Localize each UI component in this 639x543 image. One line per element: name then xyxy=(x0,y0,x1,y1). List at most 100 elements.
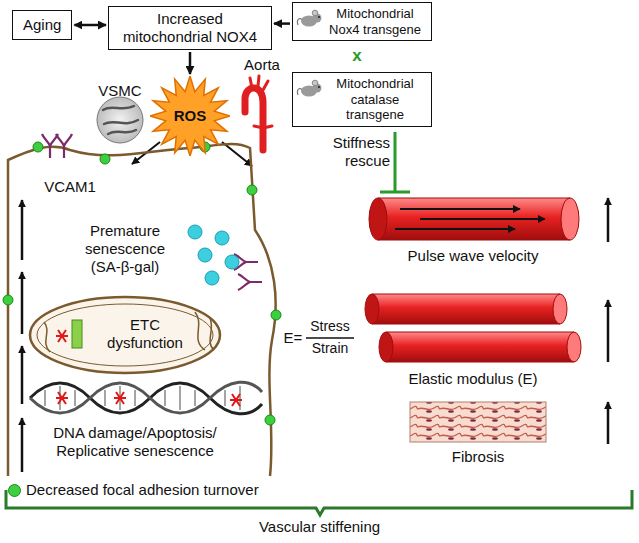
drawing-part xyxy=(33,142,43,152)
drawing-part xyxy=(45,386,240,410)
drawing-part xyxy=(97,97,143,143)
drawing-part xyxy=(225,255,239,269)
phenotype-label: ETC dysfunction xyxy=(95,316,195,352)
node-text: ROS xyxy=(174,107,207,125)
drawing-part xyxy=(37,304,213,366)
cross-mark: x xyxy=(350,46,364,66)
drawing-part xyxy=(271,310,281,320)
measure-label: Fibrosis xyxy=(428,448,528,466)
drawing-part xyxy=(378,198,570,240)
drawing-part xyxy=(607,402,610,444)
drawing-part xyxy=(567,332,581,362)
pulse-wave-cylinder xyxy=(369,198,579,240)
drawing-part xyxy=(215,231,229,245)
summary-label: Vascular stiffening xyxy=(0,518,639,536)
transgene-box: Mitochondrial Nox4 transgene xyxy=(292,2,432,41)
drawing-part xyxy=(386,332,574,362)
drawing-part xyxy=(188,225,202,239)
drawing-part xyxy=(245,88,263,150)
drawing-part xyxy=(318,86,320,88)
drawing-part xyxy=(607,198,610,242)
drawing-part xyxy=(250,76,268,90)
fraction-bar xyxy=(306,337,354,339)
drawing-part xyxy=(205,271,219,285)
connector-arrow xyxy=(274,22,290,25)
drawing-part xyxy=(30,297,220,373)
phenotype-label: DNA damage/Apoptosis/ Replicative senesc… xyxy=(40,424,230,460)
drawing-part xyxy=(312,10,318,16)
drawing-part xyxy=(400,208,520,210)
drawing-part xyxy=(386,332,574,362)
drawing-part xyxy=(365,294,379,324)
drawing-part xyxy=(265,415,275,425)
node-text: Increased mitochondrial NOX4 xyxy=(115,10,265,46)
drawing-part xyxy=(607,300,610,362)
transgene-box: Mitochondrial catalase transgene xyxy=(292,72,432,127)
drawing-part xyxy=(72,320,82,348)
ros-burst: ROS xyxy=(150,76,230,156)
organ-label: Aorta xyxy=(238,56,286,74)
process-box: Increased mitochondrial NOX4 xyxy=(108,6,272,50)
drawing-part xyxy=(103,106,138,134)
measure-label: Pulse wave velocity xyxy=(368,247,578,265)
drawing-part xyxy=(44,312,214,352)
drawing-part xyxy=(561,198,579,240)
focal-adhesion-dots xyxy=(3,142,281,425)
drawing-part xyxy=(553,294,567,324)
drawing-part xyxy=(372,294,560,324)
increase-arrows xyxy=(607,198,610,444)
drawing-part xyxy=(21,200,24,260)
node-text: Mitochondrial catalase transgene xyxy=(325,76,425,123)
cell-type-label: VSMC xyxy=(95,82,145,100)
dna-helix xyxy=(30,382,262,414)
starburst-outline xyxy=(150,76,230,156)
drawing-part xyxy=(56,134,72,158)
cell-outline xyxy=(8,144,276,476)
mouse-icon xyxy=(296,77,324,99)
equation-label: Stress xyxy=(306,318,354,335)
elastic-cylinders xyxy=(365,294,581,362)
drawing-part xyxy=(56,330,68,342)
drawing-part xyxy=(42,134,58,158)
connector-arrow xyxy=(74,24,106,27)
drawing-part xyxy=(254,126,272,128)
vsmc-cells xyxy=(97,97,143,143)
drawing-part xyxy=(56,392,242,406)
node-text: Mitochondrial Nox4 transgene xyxy=(325,6,425,37)
legend-text: Decreased focal adhesion turnover xyxy=(26,481,259,499)
equation-label: E= xyxy=(280,329,306,347)
drawing-part xyxy=(238,274,262,290)
mouse-icon xyxy=(296,7,324,29)
drawing-part xyxy=(21,272,24,334)
aging-box: Aging xyxy=(12,10,72,40)
phenotype-label: Premature senescence (SA-β-gal) xyxy=(70,222,180,276)
drawing-part xyxy=(100,154,110,164)
fibrosis-tissue xyxy=(410,402,546,442)
drawing-part xyxy=(312,80,318,86)
drawing-part xyxy=(395,209,545,229)
drawing-part xyxy=(378,198,570,240)
drawing-part xyxy=(372,294,560,324)
drawing-part xyxy=(3,295,13,305)
drawing-part xyxy=(247,185,257,195)
sa-beta-gal-dots xyxy=(188,225,239,285)
drawing-part xyxy=(21,418,24,472)
measure-label: Elastic modulus (E) xyxy=(368,370,578,388)
drawing-part xyxy=(198,248,212,262)
node-text: Aging xyxy=(23,16,61,34)
drawing-part xyxy=(30,382,262,413)
legend-item: Decreased focal adhesion turnover xyxy=(8,481,259,499)
mitochondrion xyxy=(30,297,220,373)
aorta-figure xyxy=(245,76,272,150)
connector-arrow xyxy=(189,52,192,74)
drawing-part xyxy=(395,228,515,230)
rescue-label: Stiffness rescue xyxy=(318,134,390,170)
drawing-part xyxy=(21,346,24,404)
legend-swatch xyxy=(8,484,21,497)
vcam1-glyphs xyxy=(42,134,262,290)
equation-label: Strain xyxy=(306,340,354,357)
drawing-part xyxy=(30,383,262,414)
drawing-part xyxy=(379,332,393,362)
drawing-part xyxy=(420,218,545,220)
